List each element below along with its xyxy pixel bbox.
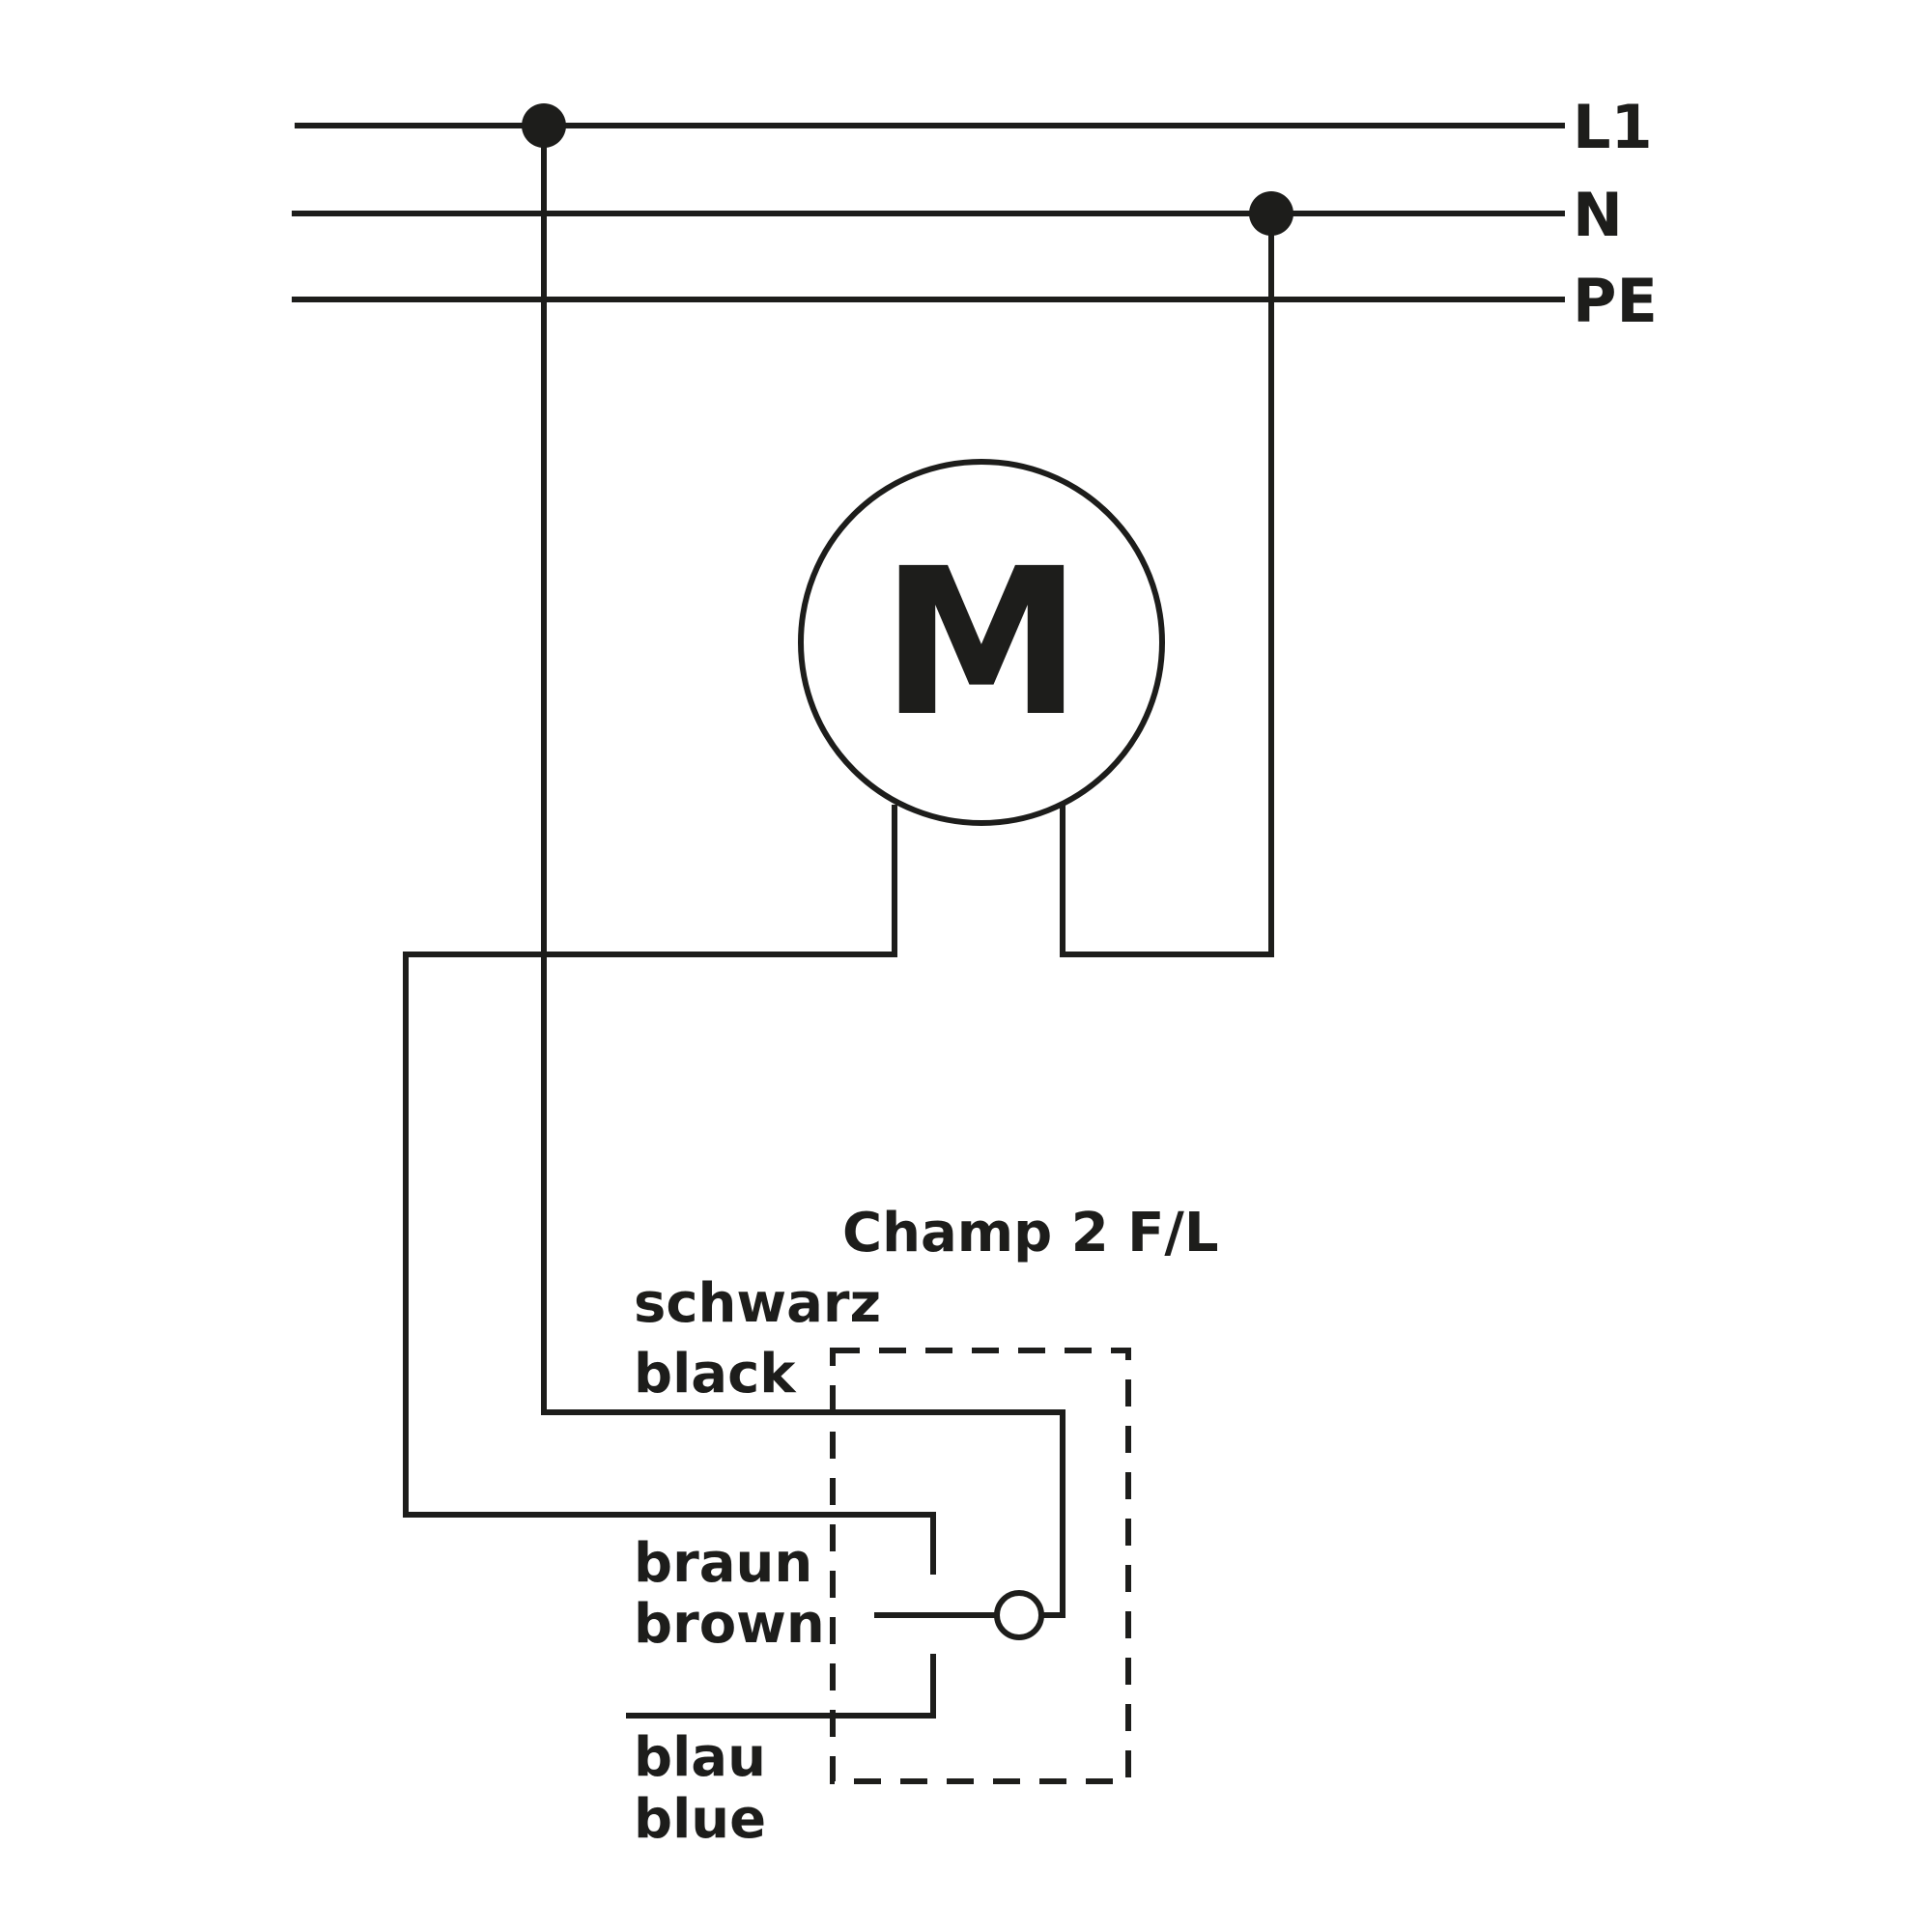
- label-brown-en: brown: [634, 1593, 825, 1656]
- motor-label: M: [881, 525, 1083, 761]
- switch-symbol: [626, 1590, 1044, 1719]
- junction-l1-dot: [522, 103, 566, 148]
- motor-symbol: M: [798, 459, 1165, 826]
- bus-label-pe: PE: [1573, 266, 1658, 336]
- wire-blue-lead: [626, 1654, 936, 1719]
- motor-circle: [798, 459, 1165, 826]
- label-black-de: schwarz: [634, 1272, 881, 1335]
- label-brown-de: braun: [634, 1532, 812, 1595]
- label-blue-de: blau: [634, 1726, 766, 1789]
- wire-l1-to-switch: [541, 126, 1065, 1618]
- bus-label-l1: L1: [1573, 92, 1653, 162]
- switch-contact-circle: [994, 1590, 1044, 1640]
- junction-n-dot: [1249, 191, 1293, 236]
- label-black-en: black: [634, 1343, 797, 1406]
- device-title: Champ 2 F/L: [842, 1202, 1219, 1264]
- bus-label-n: N: [1573, 180, 1623, 250]
- wire-motor-to-switch: [403, 805, 936, 1575]
- device-housing-box: [830, 1348, 1131, 1784]
- wire-n-to-motor: [1060, 213, 1274, 957]
- label-blue-en: blue: [634, 1788, 766, 1851]
